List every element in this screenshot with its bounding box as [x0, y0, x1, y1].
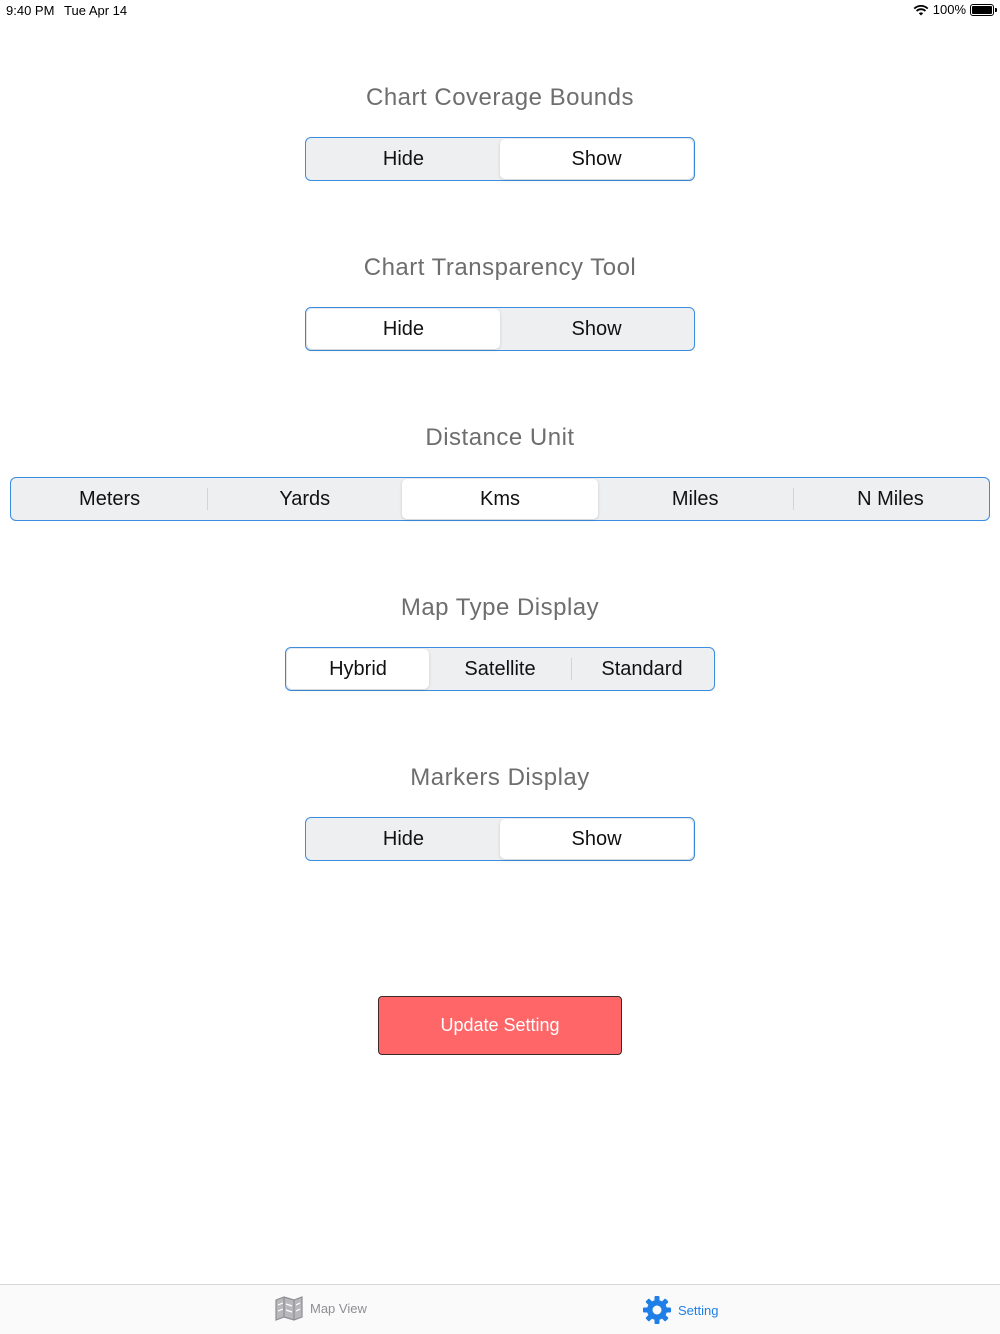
tab-map-view[interactable]: Map View [274, 1295, 367, 1321]
segment-label: Hybrid [329, 657, 387, 680]
coverage-show-segment[interactable]: Show [500, 139, 693, 179]
distance-segmented-control: Meters Yards Kms Miles N Miles [10, 477, 990, 521]
tab-bar: Map View Setting [0, 1284, 1000, 1334]
status-date: Tue Apr 14 [64, 3, 128, 18]
status-time: 9:40 PM [6, 3, 55, 18]
markers-show-segment[interactable]: Show [500, 819, 693, 859]
map-type-satellite-segment[interactable]: Satellite [429, 649, 571, 689]
map-type-hybrid-segment[interactable]: Hybrid [287, 649, 429, 689]
segment-divider [792, 488, 794, 510]
map-type-standard-segment[interactable]: Standard [571, 649, 713, 689]
segment-divider [571, 658, 572, 680]
tab-map-view-label: Map View [310, 1300, 367, 1316]
tab-setting-label: Setting [678, 1302, 719, 1318]
map-type-title: Map Type Display [400, 594, 600, 621]
transparency-segmented-control: Hide Show [305, 307, 695, 351]
transparency-hide-segment[interactable]: Hide [307, 309, 500, 349]
coverage-segmented-control: Hide Show [305, 137, 695, 181]
battery-icon [970, 3, 997, 16]
transparency-title: Chart Transparency Tool [363, 254, 637, 281]
gear-icon [643, 1296, 671, 1324]
coverage-hide-segment[interactable]: Hide [382, 147, 425, 170]
coverage-title: Chart Coverage Bounds [366, 84, 634, 111]
distance-yards-segment[interactable]: Yards [207, 479, 402, 519]
segment-label: N Miles [857, 487, 924, 510]
segment-label: Yards [279, 487, 331, 510]
battery-percent: 100% [932, 2, 966, 17]
wifi-icon [913, 4, 929, 15]
tab-setting[interactable]: Setting [642, 1295, 718, 1325]
distance-meters-segment[interactable]: Meters [12, 479, 207, 519]
status-indicators: 100% [913, 2, 997, 17]
segment-label: Miles [671, 487, 719, 510]
segment-label: Meters [79, 487, 141, 510]
transparency-show-segment[interactable]: Show [571, 317, 622, 340]
distance-miles-segment[interactable]: Miles [598, 479, 793, 519]
segment-label: Satellite [464, 657, 536, 680]
markers-segmented-control: Hide Show [305, 817, 695, 861]
segment-label: Standard [601, 657, 683, 680]
status-bar: 9:40 PM Tue Apr 14 100% [0, 0, 1000, 22]
update-setting-button[interactable]: Update Setting [378, 996, 622, 1055]
distance-kms-segment[interactable]: Kms [402, 479, 598, 519]
distance-title: Distance Unit [425, 424, 575, 451]
segment-label: Kms [480, 487, 520, 510]
map-type-segmented-control: Hybrid Satellite Standard [285, 647, 715, 691]
distance-nmiles-segment[interactable]: N Miles [792, 479, 988, 519]
segment-divider [207, 488, 209, 510]
markers-hide-segment[interactable]: Hide [382, 827, 425, 850]
markers-title: Markers Display [410, 764, 590, 791]
map-icon [275, 1296, 303, 1321]
